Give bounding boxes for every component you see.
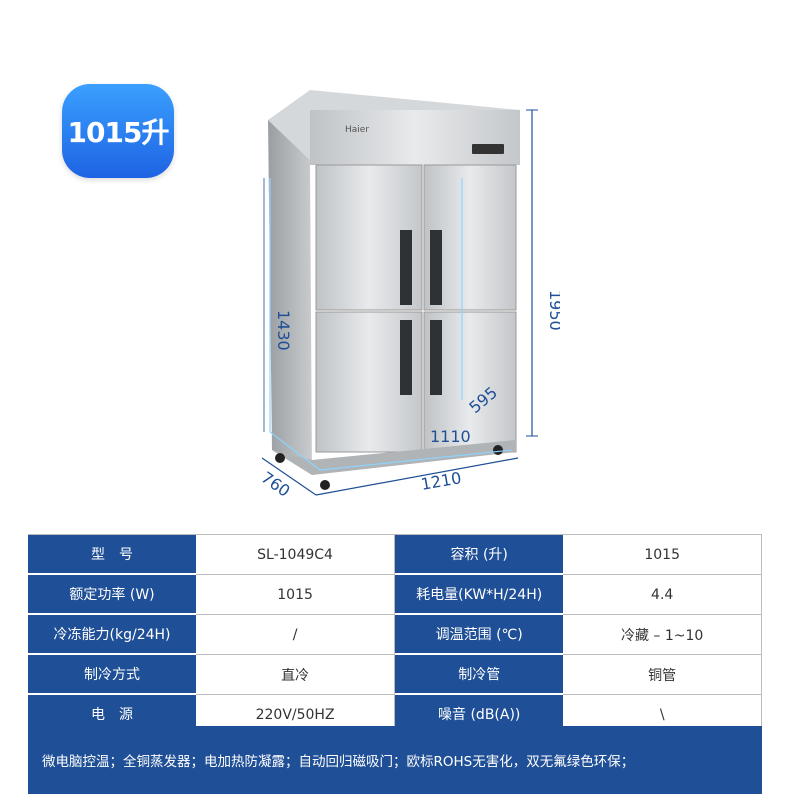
spec-value: 1015: [563, 534, 762, 575]
spec-label: 制冷方式: [28, 655, 197, 695]
product-image: Haier 1950 1430 595 1110 1210 760: [250, 80, 565, 510]
spec-value: 铜管: [563, 655, 762, 695]
feature-text: 微电脑控温；全铜蒸发器；电加热防凝露；自动回归磁吸门；欧标ROHS无害化，双无氟…: [42, 754, 635, 770]
spec-label: 耗电量(KW*H/24H): [395, 575, 564, 615]
fridge-side-panel: [268, 120, 312, 475]
handle-bottom-right: [430, 320, 442, 395]
feature-description: 微电脑控温；全铜蒸发器；电加热防凝露；自动回归磁吸门；欧标ROHS无害化，双无氟…: [28, 726, 762, 794]
fridge-illustration: Haier 1950 1430 595 1110 1210 760: [258, 90, 565, 501]
dim-height-inner: 1430: [274, 310, 293, 351]
dim-width-total: 1210: [419, 468, 462, 494]
fridge-header: [310, 110, 520, 165]
handle-top-left: [400, 230, 412, 305]
dim-height-total: 1950: [546, 290, 560, 331]
spec-row: 型 号 SL-1049C4 容积 (升) 1015: [28, 534, 762, 575]
spec-label: 额定功率 (W): [28, 575, 197, 615]
capacity-badge: 1015升: [62, 84, 174, 178]
spec-label: 容积 (升): [395, 534, 564, 575]
spec-row: 制冷方式 直冷 制冷管 铜管: [28, 655, 762, 695]
spec-value: SL-1049C4: [196, 534, 396, 575]
capacity-label: 1015升: [67, 116, 170, 149]
width-dimension-line: [315, 457, 519, 496]
spec-value: 1015: [196, 575, 396, 615]
spec-label: 型 号: [28, 534, 197, 575]
spec-label: 调温范围 (℃): [395, 615, 564, 655]
spec-row: 冷冻能力(kg/24H) / 调温范围 (℃) 冷藏 – 1~10: [28, 615, 762, 655]
control-display: [472, 144, 504, 154]
spec-table: 型 号 SL-1049C4 容积 (升) 1015 额定功率 (W) 1015 …: [28, 534, 762, 735]
spec-value: /: [196, 615, 396, 655]
inner-dimension-box: [269, 178, 513, 471]
depth-dimension-line: [261, 457, 317, 496]
spec-row: 额定功率 (W) 1015 耗电量(KW*H/24H) 4.4: [28, 575, 762, 615]
spec-label: 冷冻能力(kg/24H): [28, 615, 197, 655]
handle-top-right: [430, 230, 442, 305]
spec-label: 制冷管: [395, 655, 564, 695]
dim-width-inner: 1110: [430, 427, 471, 446]
spec-value: 直冷: [196, 655, 396, 695]
spec-value: 冷藏 – 1~10: [563, 615, 762, 655]
handle-bottom-left: [400, 320, 412, 395]
spec-value: 4.4: [563, 575, 762, 615]
dim-depth-total: 760: [258, 468, 294, 501]
brand-logo: Haier: [345, 125, 369, 135]
